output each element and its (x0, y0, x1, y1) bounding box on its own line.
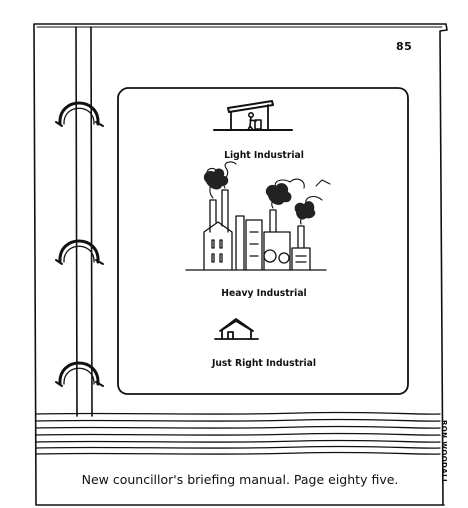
light-industrial-shed-icon (213, 100, 293, 131)
artist-signature: RON WOODALL (440, 420, 448, 484)
outer-frame (33, 23, 448, 506)
binder-ring-3 (55, 361, 104, 387)
just-right-industrial-building-icon (214, 318, 259, 340)
heavy-industrial-factory-icon (185, 161, 331, 271)
binder-strip (75, 26, 93, 417)
heavy-industrial-label: Heavy Industrial (221, 288, 307, 299)
binder-ring-2 (55, 239, 104, 265)
page-stack-lines (35, 411, 441, 455)
heavy-industrial-smoke (203, 168, 316, 220)
page-number: 85 (396, 40, 413, 53)
binder-ring-1 (55, 101, 104, 127)
just-right-industrial-label: Just Right Industrial (211, 358, 317, 369)
light-industrial-label: Light Industrial (224, 150, 304, 161)
inner-panel (117, 87, 409, 395)
caption: New councillor's briefing manual. Page e… (81, 472, 399, 487)
